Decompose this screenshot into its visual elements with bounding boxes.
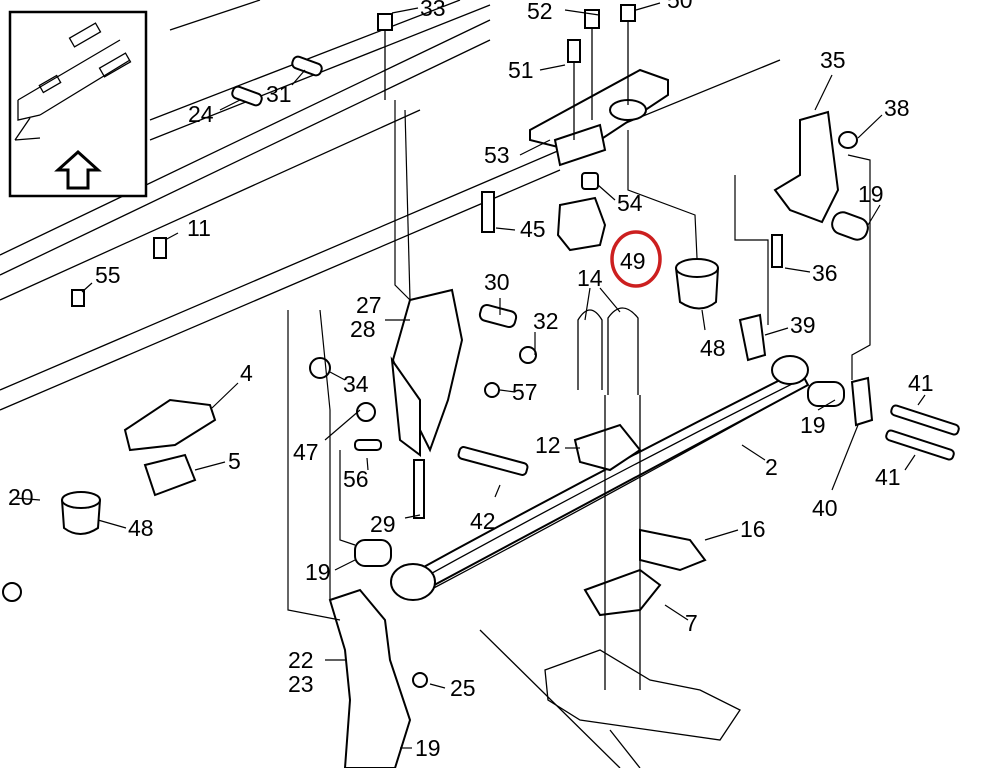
bump-stop: [481, 172, 607, 252]
callout-7: 7: [685, 610, 698, 636]
callout-55: 55: [95, 262, 121, 288]
inset-view: [8, 10, 148, 198]
callout-29: 29: [370, 511, 396, 537]
leader-lines: [14, 2, 926, 749]
callout-53: 53: [484, 142, 510, 168]
callout-19-right: 19: [800, 412, 826, 438]
highlight-circle: [610, 230, 662, 288]
lower-bracket: [328, 588, 428, 768]
callout-12: 12: [535, 432, 561, 458]
leaf-spring: [354, 355, 845, 601]
callout-41-top: 41: [908, 370, 934, 396]
callout-38: 38: [884, 95, 910, 121]
callout-28: 28: [350, 316, 376, 342]
front-hanger: [309, 288, 537, 519]
callout-5: 5: [228, 448, 241, 474]
arrow-up-icon: [54, 149, 102, 190]
callout-48-lower: 48: [128, 515, 154, 541]
callout-2: 2: [765, 454, 778, 480]
callout-11: 11: [187, 215, 211, 241]
callout-24: 24: [188, 101, 214, 127]
callout-45: 45: [520, 216, 546, 242]
callout-47: 47: [293, 439, 319, 465]
callout-14: 14: [577, 265, 603, 291]
rubber-mount-upper: [674, 258, 720, 310]
callout-19-top: 19: [858, 181, 884, 207]
u-bolts: [577, 307, 639, 395]
callout-52: 52: [527, 0, 553, 24]
callout-19-bottom: 19: [415, 735, 441, 761]
callout-56: 56: [343, 466, 369, 492]
rear-hanger: [771, 110, 869, 268]
callout-48-upper: 48: [700, 335, 726, 361]
upper-spring-bracket: [529, 68, 669, 167]
callout-16: 16: [740, 516, 766, 542]
callout-51: 51: [508, 57, 534, 83]
callout-49: 49: [620, 248, 646, 274]
callout-36: 36: [812, 260, 838, 286]
callout-34: 34: [343, 371, 369, 397]
callout-41-bottom: 41: [875, 464, 901, 490]
callout-19-left: 19: [305, 559, 331, 585]
callout-31: 31: [266, 81, 292, 107]
callout-22: 22: [288, 647, 314, 673]
callout-40: 40: [812, 495, 838, 521]
left-bracket: [2, 55, 323, 602]
callout-30: 30: [484, 269, 510, 295]
callout-57: 57: [512, 379, 538, 405]
callout-32: 32: [533, 308, 559, 334]
callout-50: 50: [667, 0, 693, 13]
spring-seat: [479, 395, 741, 768]
callout-labels: 33 52 50 51 35 38 24 31 53 19 54 45 49 1…: [8, 0, 934, 761]
callout-42: 42: [470, 508, 496, 534]
callout-33: 33: [420, 0, 446, 21]
rear-shackle: [738, 313, 960, 461]
callout-27: 27: [356, 292, 382, 318]
callout-54: 54: [617, 190, 643, 216]
callout-25: 25: [450, 675, 476, 701]
callout-23: 23: [288, 671, 314, 697]
callout-20: 20: [8, 484, 34, 510]
callout-39: 39: [790, 312, 816, 338]
callout-35: 35: [820, 47, 846, 73]
callout-4: 4: [240, 360, 253, 386]
